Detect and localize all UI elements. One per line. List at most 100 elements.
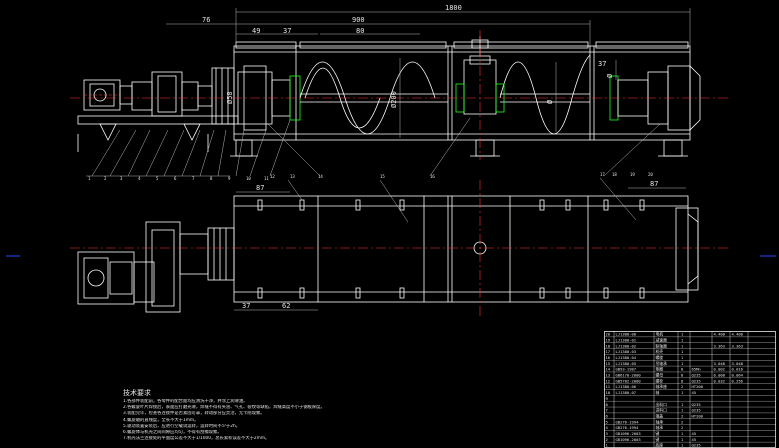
table-cell: 螺母 xyxy=(656,373,664,378)
part-number-label: 16 xyxy=(430,174,435,179)
dim-d2: 37 xyxy=(283,27,291,35)
table-cell: GB276-1994 xyxy=(616,425,640,430)
table-cell: 键 xyxy=(656,431,660,436)
dimension-lines xyxy=(166,8,691,311)
part-number-label: 17 xyxy=(600,172,605,177)
part-number-label: 1 xyxy=(88,176,91,181)
part-number-label: 19 xyxy=(630,172,635,177)
table-cell: 15 xyxy=(606,361,611,366)
table-cell: 1 xyxy=(681,337,684,342)
part-number-label: 7 xyxy=(192,176,195,181)
requirement-line: 3.装配完毕，检查各连接件是否紧固可靠，转动部分应灵活，无卡阻现象。 xyxy=(123,411,265,417)
table-cell: Q235 xyxy=(692,378,701,383)
dim-d8: 62 xyxy=(282,302,290,310)
table-cell: LJ1380-00 xyxy=(616,332,637,337)
technical-requirements: 技术要求 1.各部件装配前，各零件的配合面均应清洗干净，并涂上润滑油。 2.各螺… xyxy=(123,388,463,442)
table-cell: 19 xyxy=(606,337,611,342)
dim-dia1: Ø200 xyxy=(390,91,398,108)
table-cell: LJ1380-05 xyxy=(616,361,637,366)
part-number-label: 12 xyxy=(270,174,275,179)
table-cell: 减速器 xyxy=(656,337,668,342)
part-number-label: 4 xyxy=(138,176,141,181)
table-cell: 轴承 xyxy=(656,419,664,424)
table-cell: 3 xyxy=(606,431,608,436)
part-number-label: 2 xyxy=(104,176,107,181)
table-cell: 6 xyxy=(606,413,609,418)
table-cell: 0.016 xyxy=(732,367,744,372)
table-cell: 电机 xyxy=(656,332,664,337)
table-cell: 底座 xyxy=(656,443,664,448)
table-cell: 出料口 xyxy=(656,402,668,407)
requirement-line: 6.螺旋体与机壳之间间隙应均匀，不得有刮擦现象。 xyxy=(123,430,222,436)
table-cell: HT200 xyxy=(692,384,704,389)
dim-dia2: Ø xyxy=(546,99,554,104)
table-cell: GB1096-2003 xyxy=(616,431,641,436)
table-cell: 1 xyxy=(681,402,684,407)
table-cell: 螺栓 xyxy=(656,378,664,383)
table-cell: 8 xyxy=(606,402,609,407)
table-cell: 11 xyxy=(606,384,611,389)
table-cell: 10 xyxy=(606,390,611,395)
table-cell: 17 xyxy=(606,349,611,354)
table-cell: 1 xyxy=(681,443,684,448)
table-cell: 8 xyxy=(681,367,684,372)
table-cell: Q235 xyxy=(692,402,701,407)
table-cell: 45 xyxy=(692,390,697,395)
table-cell: 轴承座 xyxy=(656,384,668,389)
table-cell: 14 xyxy=(606,367,611,372)
table-cell: 2 xyxy=(681,384,683,389)
table-cell: 1 xyxy=(681,361,684,366)
part-number-label: 5 xyxy=(156,176,159,181)
table-cell: 2 xyxy=(681,419,683,424)
table-cell: 4.400 xyxy=(732,332,744,337)
table-cell: 45 xyxy=(692,437,697,442)
part-number-label: 6 xyxy=(174,176,177,181)
table-cell: 1 xyxy=(681,355,684,360)
table-cell: 3.048 xyxy=(732,361,744,366)
dim-d6: 87 xyxy=(650,180,658,188)
table-cell: 3.363 xyxy=(732,343,743,348)
dim-pitch-span: 900 xyxy=(352,16,365,24)
table-cell: GB93-1987 xyxy=(616,367,637,372)
part-number-label: 3 xyxy=(120,176,123,181)
table-cell: HT200 xyxy=(692,413,704,418)
table-cell: 1 xyxy=(606,443,609,448)
part-number-label: 9 xyxy=(228,176,231,181)
part-number-label: 14 xyxy=(318,174,323,179)
part-number-label: 20 xyxy=(648,172,653,177)
table-cell: 1 xyxy=(681,332,684,337)
table-cell: LJ1380-04 xyxy=(616,355,637,360)
table-cell: 12 xyxy=(606,378,611,383)
table-cell: 0.256 xyxy=(732,378,744,383)
table-cell: 5 xyxy=(606,419,608,424)
dim-dia4: Ø58 xyxy=(226,91,234,104)
requirement-line: 2.各螺旋叶片焊接后，表面应打磨光滑，焊缝不得有夹渣、气孔、裂纹等缺陷，焊缝高度… xyxy=(123,405,325,411)
table-cell: LJ1380-01 xyxy=(616,337,637,342)
drive-unit-plan xyxy=(77,221,235,313)
table-cell: 0.064 xyxy=(732,373,744,378)
table-cell: 2 xyxy=(681,425,683,430)
requirement-line: 5.驱动装置安装后，应进行空载试运转，运转时间不少于2h。 xyxy=(123,423,240,429)
dim-d4: 37 xyxy=(598,60,606,68)
table-cell: 进料口 xyxy=(656,408,668,413)
part-number-label: 18 xyxy=(612,172,617,177)
part-number-label: 15 xyxy=(380,174,385,179)
table-cell: 2 xyxy=(681,413,683,418)
table-cell: 1 xyxy=(681,390,684,395)
table-cell: LJ1380-02 xyxy=(616,343,637,348)
table-cell: 吊轴承 xyxy=(656,361,668,366)
part-number-label: 11 xyxy=(264,176,269,181)
table-cell: 螺旋 xyxy=(656,355,664,360)
elevation-view xyxy=(70,30,728,160)
table-cell: Q235 xyxy=(692,408,701,413)
table-cell: LJ1380-03 xyxy=(616,349,637,354)
table-cell: 13 xyxy=(606,373,611,378)
plan-view xyxy=(6,180,776,318)
leader-lines xyxy=(86,117,661,223)
motor-elevation xyxy=(83,79,133,111)
table-cell: 1 xyxy=(681,408,684,413)
table-cell: 65Mn xyxy=(692,367,701,372)
table-cell: 16 xyxy=(606,355,611,360)
